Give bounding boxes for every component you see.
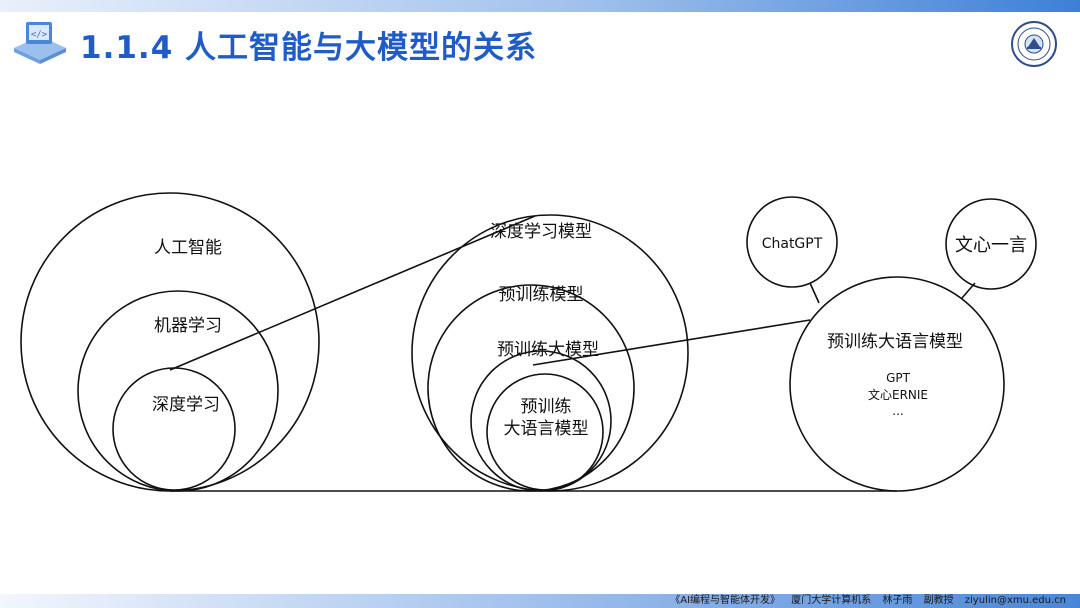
label-ellipsis: ...: [892, 404, 903, 418]
label-pretrained-llm-line1: 预训练: [521, 397, 572, 417]
label-pretrained-model: 预训练模型: [499, 285, 584, 305]
footer-role: 副教授: [923, 595, 954, 606]
label-gpt: GPT: [886, 371, 911, 385]
connector-chatgpt: [809, 282, 820, 304]
connector-dl-to-group2: [169, 215, 536, 371]
label-dl: 深度学习: [152, 395, 220, 415]
label-dl-model: 深度学习模型: [490, 222, 592, 242]
label-pretrained-large-model: 预训练大模型: [497, 340, 599, 360]
dl-circle: [112, 367, 236, 491]
footer-author: 林子雨: [882, 595, 913, 606]
top-accent-bar: [0, 0, 1080, 12]
wenxin-circle: [945, 198, 1037, 290]
footer: 《AI编程与智能体开发》 厦门大学计算机系 林子雨 副教授 ziyulin@xm…: [662, 594, 1066, 608]
footer-dept: 厦门大学计算机系: [791, 595, 872, 606]
label-pretrained-llm: 预训练大语言模型: [827, 332, 963, 352]
label-ai: 人工智能: [154, 238, 222, 258]
label-wenxin: 文心一言: [955, 235, 1027, 256]
pretrained-llm-inner-circle: [486, 373, 604, 491]
label-ml: 机器学习: [154, 316, 222, 336]
label-pretrained-llm-line2: 大语言模型: [504, 419, 589, 439]
svg-text:</>: </>: [31, 30, 48, 40]
university-seal-icon: [1011, 21, 1057, 67]
connector-wenxin: [961, 282, 976, 299]
label-ernie: 文心ERNIE: [868, 387, 928, 402]
code-screen-icon: </>: [14, 22, 66, 64]
label-chatgpt: ChatGPT: [762, 236, 823, 252]
connector-group2-to-group3: [532, 319, 811, 366]
footer-course: 《AI编程与智能体开发》: [670, 595, 781, 606]
footer-accent-bar: [0, 594, 1080, 608]
page-title: 1.1.4 人工智能与大模型的关系: [80, 30, 538, 66]
footer-email: ziyulin@xmu.edu.cn: [964, 595, 1066, 606]
chatgpt-circle: [746, 196, 838, 288]
